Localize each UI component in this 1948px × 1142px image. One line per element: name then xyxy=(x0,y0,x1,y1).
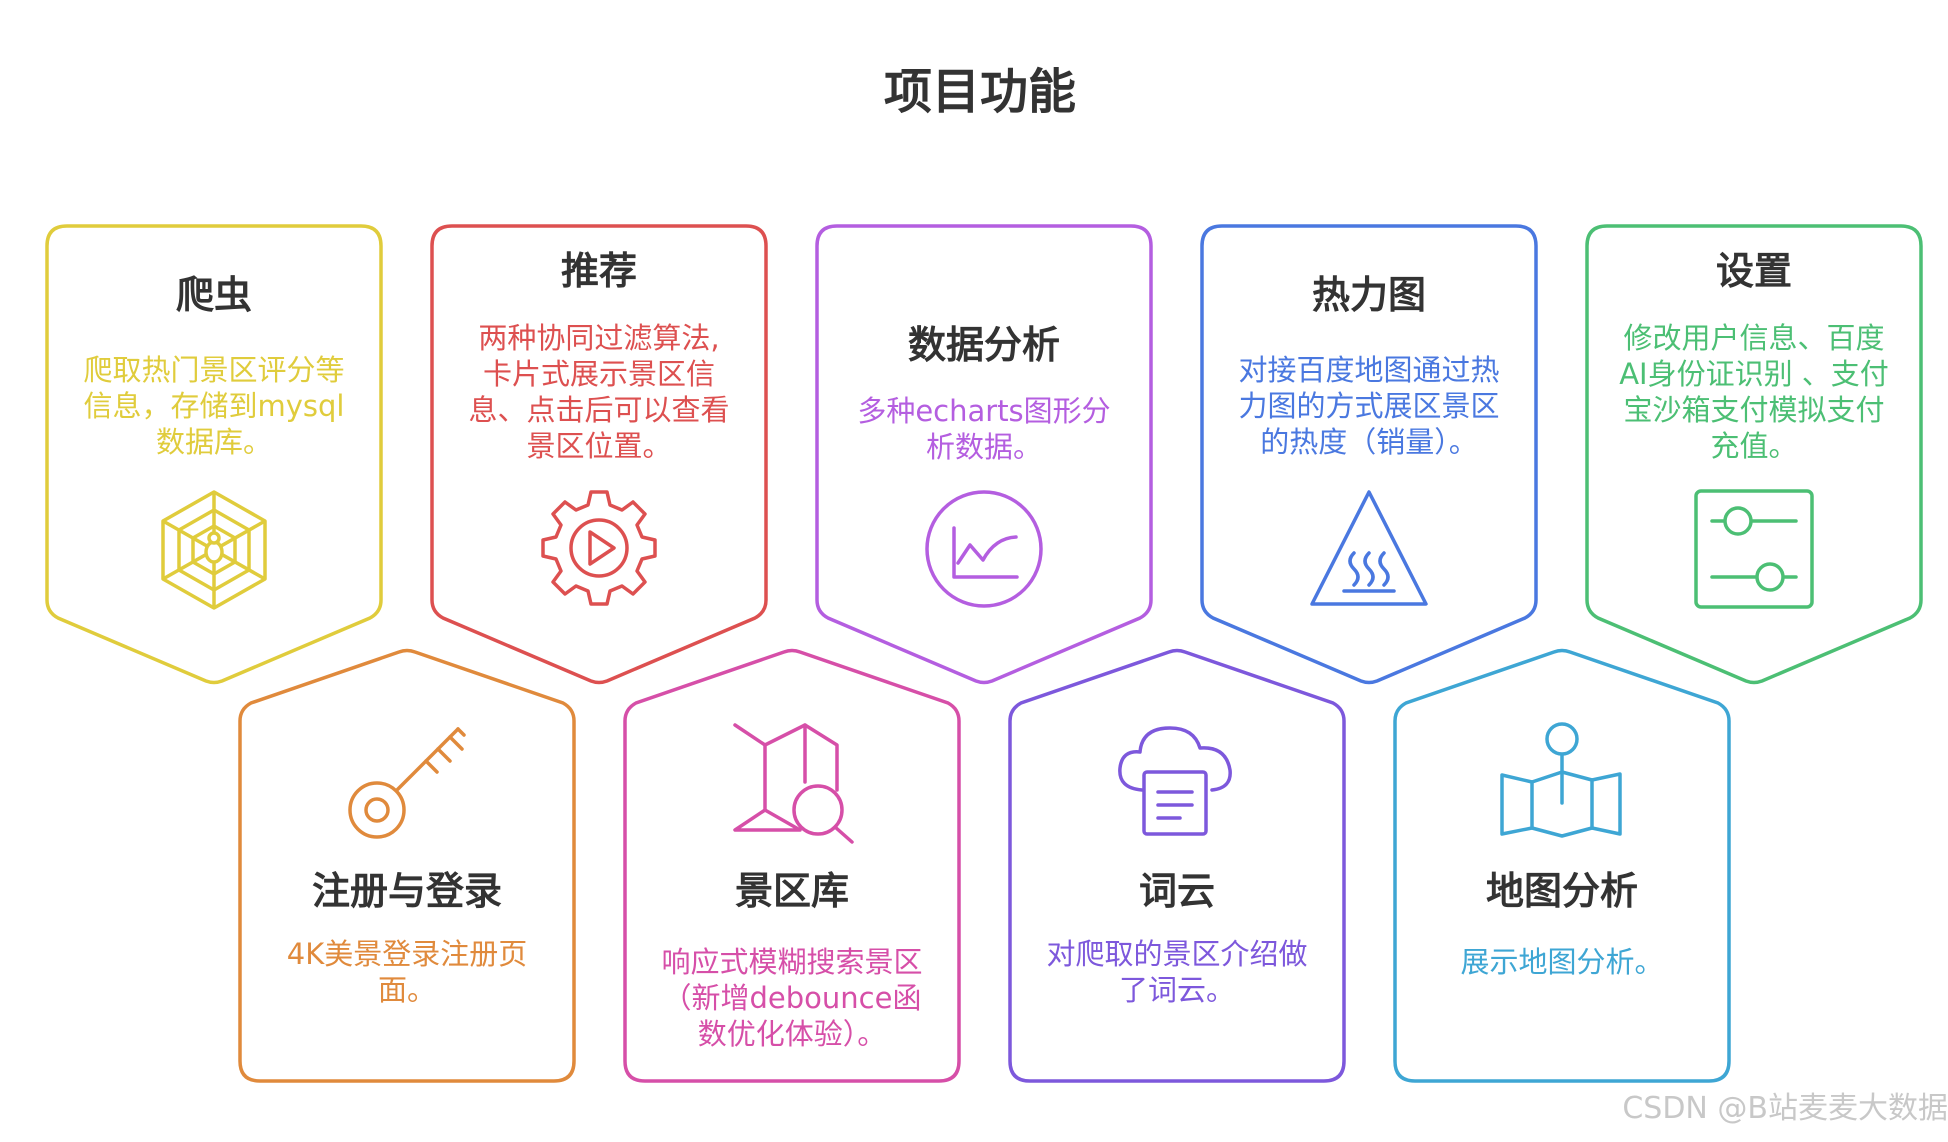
card-desc-line: 多种echarts图形分 xyxy=(857,394,1110,428)
card-outline xyxy=(238,648,576,1083)
key-icon xyxy=(348,727,466,839)
card-desc-line: 展示地图分析。 xyxy=(1460,945,1663,979)
spider-web-icon xyxy=(161,490,267,610)
card-scenic-library: 景区库 响应式模糊搜索景区 （新增debounce函 数优化体验）。 xyxy=(623,648,961,1083)
card-desc-line: 卡片式展示景区信 xyxy=(483,357,715,391)
card-title: 推荐 xyxy=(561,249,637,293)
card-outline xyxy=(45,224,383,685)
line-chart-circle-icon xyxy=(925,490,1043,608)
card-title: 数据分析 xyxy=(908,323,1060,367)
sliders-icon xyxy=(1694,489,1814,609)
heat-warning-icon xyxy=(1310,490,1428,606)
card-desc-line: 数据库。 xyxy=(156,425,272,459)
card-crawler: 爬虫 爬取热门景区评分等 信息，存储到mysql 数据库。 xyxy=(45,224,383,685)
diagram-title: 项目功能 xyxy=(884,64,1076,120)
card-map-analysis: 地图分析 展示地图分析。 xyxy=(1393,648,1731,1083)
card-outline xyxy=(1008,648,1346,1083)
card-title: 设置 xyxy=(1716,249,1792,293)
card-outline xyxy=(1393,648,1731,1083)
card-desc-line: 修改用户信息、百度 xyxy=(1623,321,1884,355)
card-register-login: 注册与登录 4K美景登录注册页 面。 xyxy=(238,648,576,1083)
map-search-icon xyxy=(733,723,854,844)
card-outline xyxy=(623,648,961,1083)
card-desc-line: 充值。 xyxy=(1710,429,1797,463)
card-desc-line: 4K美景登录注册页 xyxy=(287,937,527,971)
card-desc-line: 对爬取的景区介绍做 xyxy=(1046,937,1307,971)
card-title: 热力图 xyxy=(1312,273,1426,317)
card-desc-line: 息、点击后可以查看 xyxy=(468,393,729,427)
card-title: 爬虫 xyxy=(176,273,252,317)
card-outline xyxy=(815,224,1153,685)
card-title: 词云 xyxy=(1139,869,1215,913)
card-desc-line: 宝沙箱支付模拟支付 xyxy=(1623,393,1884,427)
card-desc-line: AI身份证识别 、支付 xyxy=(1619,357,1889,391)
card-desc-line: 的热度（销量）。 xyxy=(1260,425,1478,459)
card-settings: 设置 修改用户信息、百度 AI身份证识别 、支付 宝沙箱支付模拟支付 充值。 xyxy=(1585,224,1923,685)
card-desc-line: 力图的方式展区景区 xyxy=(1238,389,1499,423)
card-desc-line: 景区位置。 xyxy=(526,429,671,463)
card-heatmap: 热力图 对接百度地图通过热 力图的方式展区景区 的热度（销量）。 xyxy=(1200,224,1538,685)
card-desc-line: 析数据。 xyxy=(926,430,1042,464)
card-word-cloud: 词云 对爬取的景区介绍做 了词云。 xyxy=(1008,648,1346,1083)
card-desc-line: 对接百度地图通过热 xyxy=(1238,353,1499,387)
card-recommend: 推荐 两种协同过滤算法, 卡片式展示景区信 息、点击后可以查看 景区位置。 xyxy=(430,224,768,685)
gear-play-icon xyxy=(541,490,657,606)
card-desc-line: 面。 xyxy=(378,973,436,1007)
card-title: 景区库 xyxy=(735,869,849,913)
card-desc-line: 两种协同过滤算法, xyxy=(478,321,719,355)
card-desc-line: 数优化体验）。 xyxy=(698,1017,887,1051)
map-pin-icon xyxy=(1500,722,1622,838)
card-outline xyxy=(430,224,768,685)
card-desc-line: 爬取热门景区评分等 xyxy=(83,353,344,387)
card-outline xyxy=(1585,224,1923,685)
card-data-analysis: 数据分析 多种echarts图形分 析数据。 xyxy=(815,224,1153,685)
card-title: 地图分析 xyxy=(1486,869,1638,913)
cloud-document-icon xyxy=(1118,726,1232,836)
card-desc-line: （新增debounce函 xyxy=(663,981,922,1015)
card-desc-line: 信息，存储到mysql xyxy=(84,389,345,423)
card-desc-line: 响应式模糊搜索景区 xyxy=(661,945,922,979)
card-desc-line: 了词云。 xyxy=(1119,973,1235,1007)
card-title: 注册与登录 xyxy=(312,869,502,913)
watermark: CSDN @B站麦麦大数据 xyxy=(1622,1091,1948,1126)
card-outline xyxy=(1200,224,1538,685)
